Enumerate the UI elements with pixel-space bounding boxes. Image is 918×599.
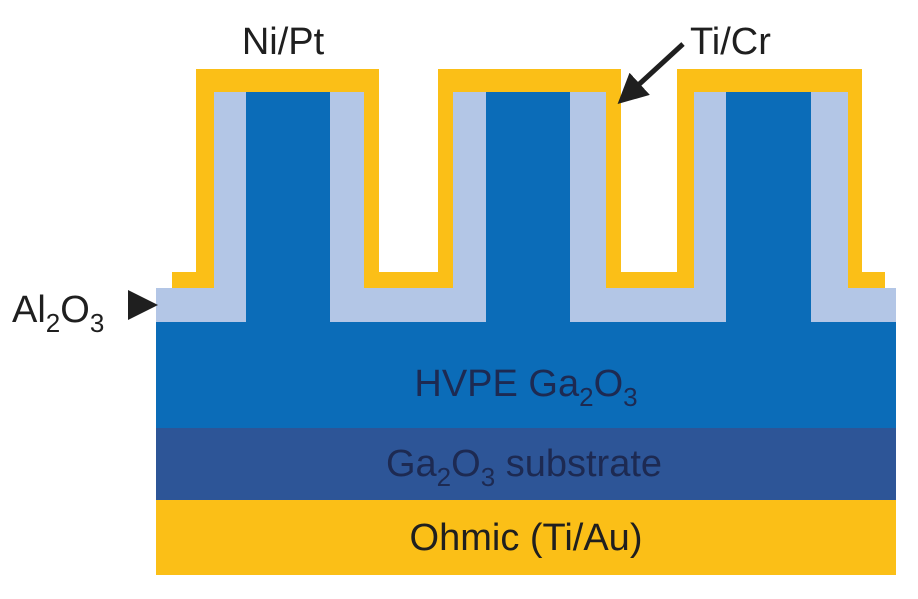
ni-pt-label: Ni/Pt — [242, 21, 325, 63]
al2o3-label: Al2O3 — [12, 289, 104, 338]
ohmic-label: Ohmic (Ti/Au) — [410, 517, 643, 559]
ohmic-layer — [156, 500, 896, 575]
substrate-label: Ga2O3 substrate — [386, 443, 662, 492]
hvpe-ga2o3-label: HVPE Ga2O3 — [414, 363, 637, 412]
hvpe-ga2o3-layer — [156, 92, 896, 428]
ti-cr-label: Ti/Cr — [690, 21, 771, 63]
ti-cr-arrow — [617, 42, 685, 105]
substrate-layer — [156, 428, 896, 500]
